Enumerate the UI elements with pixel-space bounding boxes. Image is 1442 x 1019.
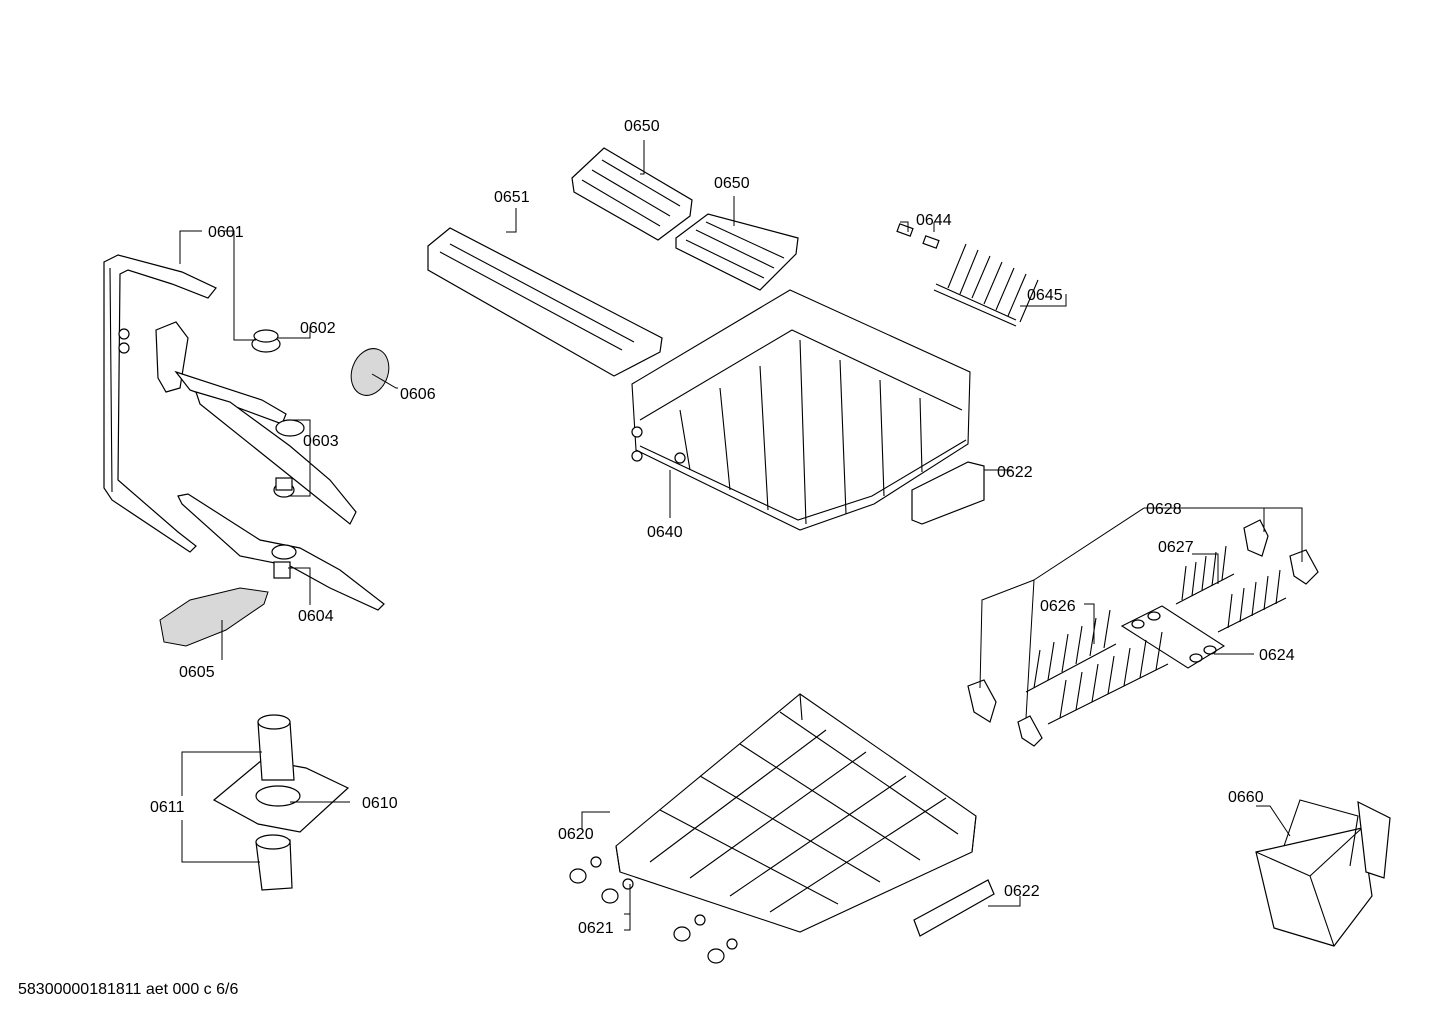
part-0622-handle-lower — [913, 879, 995, 937]
part-0622-handle-upper — [911, 461, 985, 525]
part-0645-tine-rack — [933, 243, 1039, 327]
label-0660: 0660 — [1228, 789, 1264, 806]
part-0611-filter-cylinder — [255, 714, 295, 891]
callout-labels: 0601 0602 0603 0604 0605 0606 0610 0611 … — [150, 118, 1295, 937]
label-0610: 0610 — [362, 795, 398, 812]
part-0626-tine-rows-large — [1025, 609, 1169, 725]
label-0604: 0604 — [298, 608, 334, 625]
label-0624: 0624 — [1259, 647, 1295, 664]
label-0640: 0640 — [647, 524, 683, 541]
part-0624-clips — [1120, 605, 1226, 669]
label-0621: 0621 — [578, 920, 614, 937]
part-0640-upper-basket — [631, 289, 971, 531]
label-0605: 0605 — [179, 664, 215, 681]
label-0628: 0628 — [1146, 501, 1182, 518]
label-0606: 0606 — [400, 386, 436, 403]
label-0620: 0620 — [558, 826, 594, 843]
part-0627-tine-rows-small — [1175, 545, 1287, 633]
part-0650-cup-shelf-upper — [571, 147, 693, 241]
part-0602-nut — [251, 329, 281, 353]
part-0601-supply-pipe — [103, 254, 217, 553]
part-0603-upper-spray-arm — [155, 321, 357, 525]
part-0621-wheels — [673, 914, 738, 964]
document-id: 58300000181811 aet 000 c 6/6 — [18, 981, 239, 998]
label-0611: 0611 — [150, 799, 185, 816]
label-0626: 0626 — [1040, 598, 1076, 615]
label-0650-lower: 0650 — [714, 175, 750, 192]
part-0651-cutlery-tray — [427, 227, 663, 377]
part-0644-clips — [896, 223, 940, 249]
part-0628-hinges — [967, 519, 1319, 747]
part-lower-basket — [615, 693, 977, 933]
label-0601: 0601 — [208, 224, 244, 241]
label-0644: 0644 — [916, 212, 952, 229]
part-0650-cup-shelf-lower — [675, 213, 799, 291]
part-0606-disc — [350, 348, 390, 396]
label-0622-upper: 0622 — [997, 464, 1033, 481]
part-0660-cutlery-basket — [1255, 799, 1391, 947]
label-0627: 0627 — [1158, 539, 1194, 556]
label-0651: 0651 — [494, 189, 530, 206]
part-0604-lower-spray-arm — [177, 493, 385, 611]
label-0622-lower: 0622 — [1004, 883, 1040, 900]
part-0605-filter-plate — [159, 587, 269, 647]
label-0645: 0645 — [1027, 287, 1063, 304]
leader-lines — [179, 140, 1303, 931]
label-0602: 0602 — [300, 320, 336, 337]
label-0650-upper: 0650 — [624, 118, 660, 135]
part-0620-wheels — [569, 856, 634, 904]
label-0603: 0603 — [303, 433, 339, 450]
